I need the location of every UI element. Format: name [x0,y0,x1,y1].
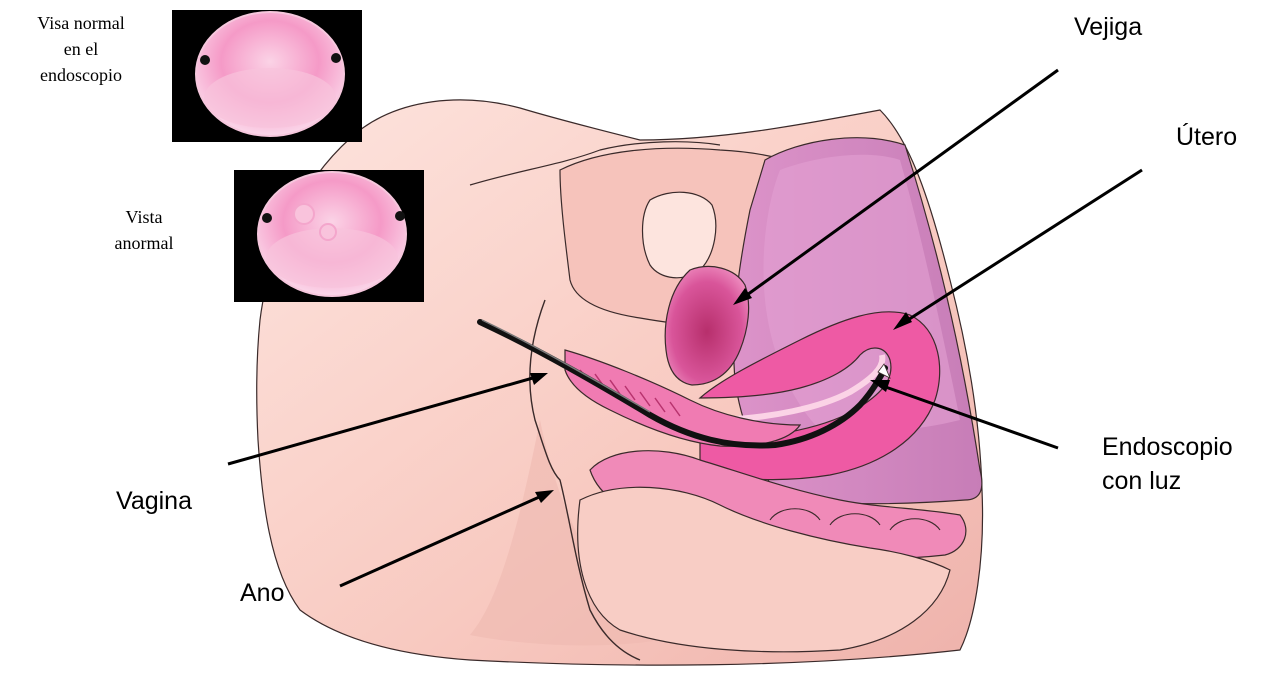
abnormal-view-panel [234,170,424,302]
label-vagina: Vagina [116,486,192,516]
normal-view-panel [172,10,362,142]
normal-view-label-line: Visa normal [6,10,156,36]
abnormal-view-label: Vista anormal [84,204,204,256]
pubic-bone [643,192,716,278]
abnormal-view-label-line: anormal [84,230,204,256]
label-endoscopio: Endoscopio con luz [1102,430,1233,498]
normal-view-label-line: endoscopio [6,62,156,88]
normal-view-label: Visa normal en el endoscopio [6,10,156,88]
abnormal-view-label-line: Vista [84,204,204,230]
label-ano: Ano [240,578,284,608]
label-endoscopio-line: Endoscopio [1102,430,1233,464]
label-endoscopio-line: con luz [1102,464,1233,498]
label-utero: Útero [1176,122,1237,152]
normal-view-label-line: en el [6,36,156,62]
label-vejiga: Vejiga [1074,12,1142,42]
